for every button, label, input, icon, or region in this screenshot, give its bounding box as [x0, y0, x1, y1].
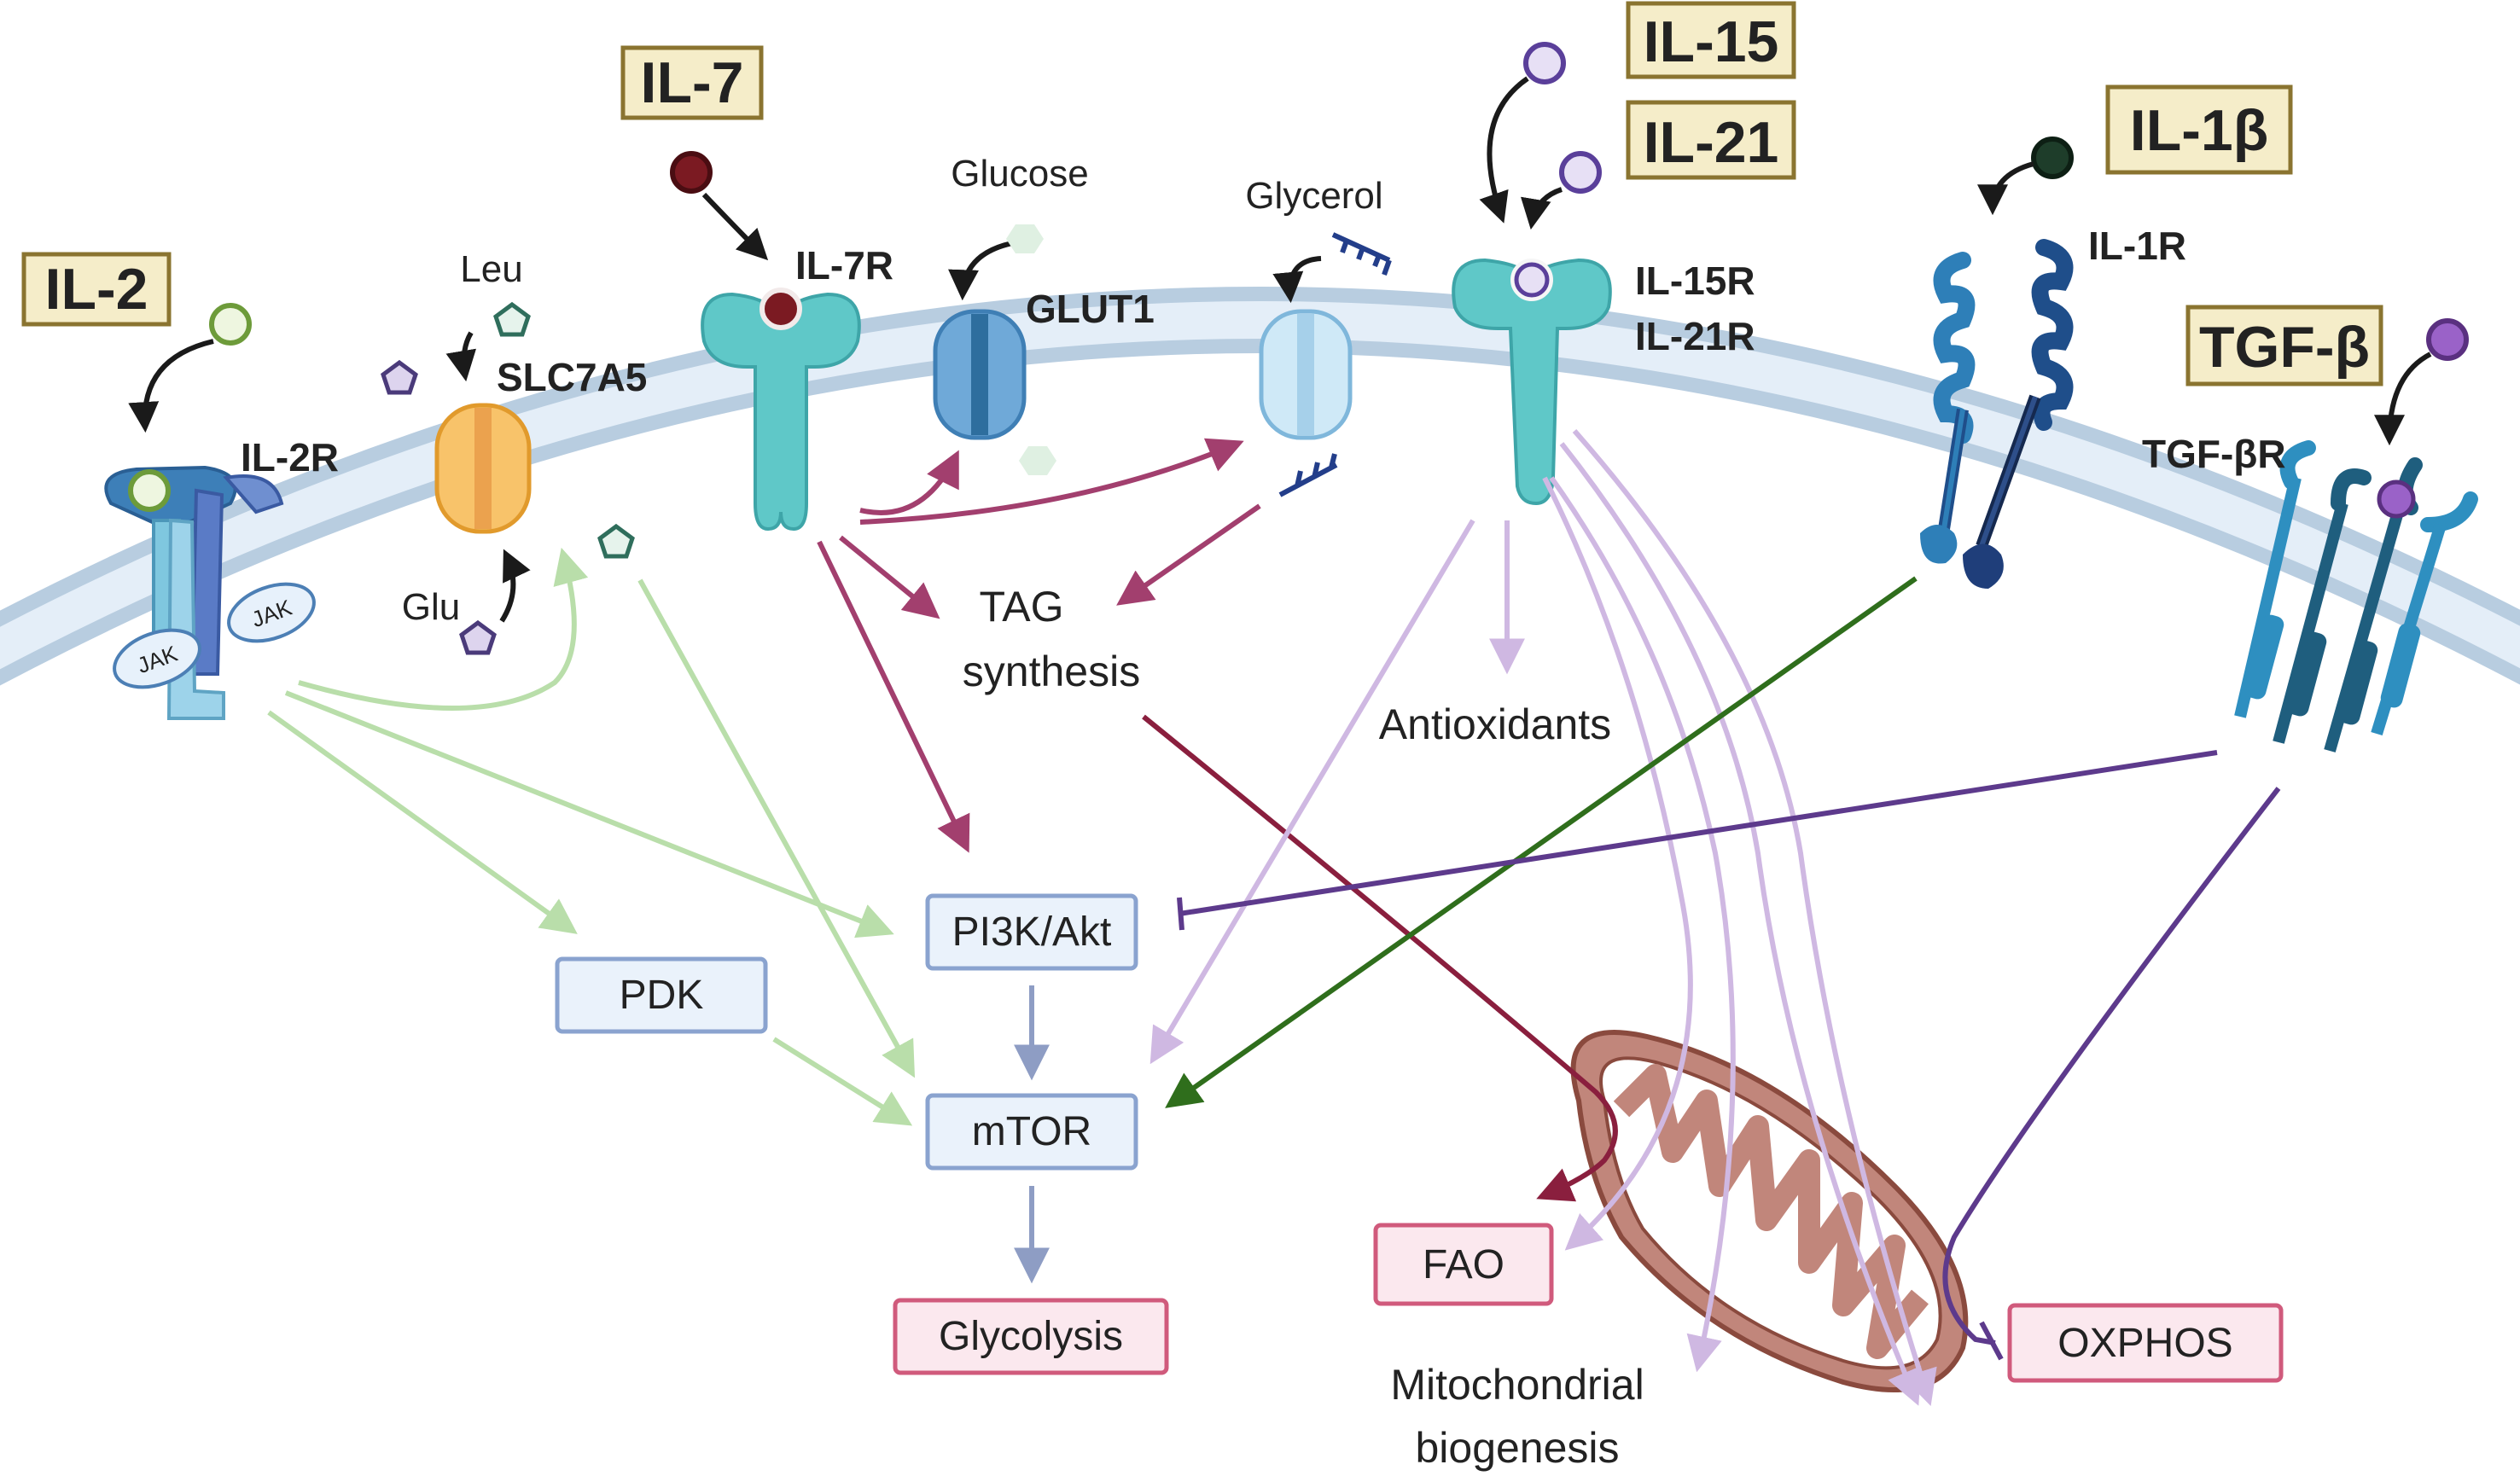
il2-ligand [209, 303, 252, 346]
tgfb-receptor [2234, 440, 2478, 753]
il7r-label: IL-7R [795, 243, 893, 288]
il15-ligand [1523, 42, 1566, 84]
il2r-label: IL-2R [241, 435, 339, 479]
il1-to-mtor-arrow [1165, 576, 1918, 1108]
il2-receptor [104, 465, 284, 720]
oxphos-node: OXPHOS [2007, 1303, 2284, 1383]
glycerol-channel [1259, 309, 1353, 440]
svg-text:Glycolysis: Glycolysis [939, 1314, 1123, 1359]
svg-text:IL-15: IL-15 [1644, 9, 1779, 74]
antioxidants-label: Antioxidants [1379, 700, 1611, 748]
svg-text:IL-7: IL-7 [641, 50, 744, 115]
il15-il21-receptor [1452, 258, 1612, 506]
il21-label: IL-21 [1626, 100, 1796, 180]
il15-label: IL-15 [1626, 1, 1796, 79]
svg-text:mTOR: mTOR [972, 1109, 1091, 1154]
svg-text:PDK: PDK [620, 973, 704, 1018]
tag-to-fao-arrow [1142, 714, 1618, 1202]
glycerol-icon-bottom [1278, 453, 1338, 497]
svg-text:OXPHOS: OXPHOS [2057, 1321, 2232, 1366]
slc7a5-transporter [434, 403, 532, 534]
il7-label: IL-7 [620, 45, 764, 120]
tag-synthesis-line1: TAG [979, 583, 1063, 630]
il7-ligand [670, 151, 713, 194]
glycerol-label: Glycerol [1245, 175, 1382, 217]
tgfb-label: TGF-β [2185, 305, 2383, 386]
il1r-label: IL-1R [2088, 224, 2186, 268]
glycolysis-node: Glycolysis [893, 1298, 1169, 1375]
svg-text:TGF-β: TGF-β [2199, 315, 2370, 380]
mito-biogenesis-line2: biogenesis [1415, 1424, 1619, 1472]
cell-membrane [0, 287, 2520, 686]
svg-text:FAO: FAO [1423, 1242, 1504, 1287]
tgfb-inhibition-lines [1177, 750, 2281, 1361]
glu-pentagon-bottom [459, 619, 497, 655]
glut1-transporter [933, 309, 1027, 440]
glut1-label: GLUT1 [1026, 287, 1155, 331]
leu-pentagon-inside [597, 523, 635, 559]
svg-text:IL-21: IL-21 [1644, 110, 1779, 175]
il1b-ligand [2031, 137, 2074, 179]
il2-pathway-arrows [267, 547, 916, 1126]
il21r-label: IL-21R [1635, 314, 1755, 358]
il2-label: IL-2 [21, 252, 172, 327]
pi3k-akt-node: PI3K/Akt [925, 893, 1138, 971]
pdk-node: PDK [555, 956, 768, 1034]
svg-text:PI3K/Akt: PI3K/Akt [952, 909, 1112, 955]
fao-node: FAO [1373, 1223, 1554, 1306]
leu-pentagon-top [493, 301, 531, 337]
ligand-binding-arrows [128, 76, 2432, 623]
svg-text:IL-1β: IL-1β [2130, 98, 2268, 163]
jak-kinase-right: JAK [227, 582, 316, 643]
tgfbr-label: TGF-βR [2142, 432, 2286, 476]
mtor-node: mTOR [925, 1093, 1138, 1171]
glucose-label: Glucose [951, 153, 1088, 195]
tag-synthesis-line2: synthesis [963, 648, 1140, 695]
il15-il21-pathway-arrows [1149, 429, 1937, 1406]
glucose-hexagon-bottom [1019, 446, 1056, 475]
mito-biogenesis-line1: Mitochondrial [1390, 1361, 1644, 1409]
il1b-label: IL-1β [2105, 84, 2293, 175]
il15r-label: IL-15R [1635, 259, 1755, 303]
il7-pathway-arrows [817, 438, 1261, 853]
jak-kinase-left: JAK [113, 628, 201, 689]
glucose-hexagon-top [1006, 224, 1044, 253]
il21-ligand [1559, 151, 1602, 194]
leu-label: Leu [460, 248, 522, 290]
svg-text:IL-2: IL-2 [45, 257, 148, 322]
glycerol-icon-top [1331, 232, 1392, 276]
tgfb-ligand [2426, 318, 2469, 361]
il7-receptor [701, 288, 861, 532]
il1-receptor [1920, 239, 2074, 589]
glu-label: Glu [402, 586, 460, 628]
glu-pentagon-left [381, 359, 418, 395]
slc7a5-label: SLC7A5 [497, 355, 647, 399]
